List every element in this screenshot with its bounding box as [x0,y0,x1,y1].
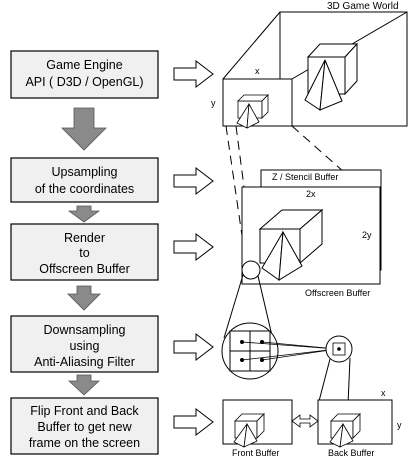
offscreen-buffer-label: Offscreen Buffer [305,288,370,298]
step-flip-buffers: Flip Front and Back Buffer to get new fr… [10,397,159,455]
offscreen-2y-label: 2y [362,230,372,240]
step-game-engine: Game Engine API ( D3D / OpenGL) [10,50,159,99]
sample-lines [241,341,338,361]
step-render-line1: Render [64,231,105,245]
back-pyramid [329,422,354,448]
step-upsampling-line2: of the coordinates [35,182,134,196]
step-flip-line3: frame on the screen [29,436,140,450]
front-pyramid [233,422,258,448]
step-upsampling: Upsampling of the coordinates [10,157,159,203]
world-x-label: x [255,66,260,76]
output-cone [317,357,351,406]
world-y-label: y [211,98,216,108]
step-upsampling-line1: Upsampling [51,165,117,179]
right-arrow-icon [173,59,214,89]
sample-dots [240,340,264,362]
step-flip-line2: Buffer to get new [37,420,132,434]
down-arrow-icon [67,285,101,311]
step-game-engine-line2: API ( D3D / OpenGL) [25,75,143,89]
back-buffer-x-label: x [381,388,386,398]
down-arrow-icon [67,205,101,223]
step-render-line3: Offscreen Buffer [39,262,130,276]
down-arrow-icon [61,107,107,151]
z-stencil-label: Z / Stencil Buffer [272,172,338,182]
back-buffer-label: Back Buffer [328,448,374,458]
step-render-line2: to [79,246,89,260]
offscreen-2x-label: 2x [306,189,316,199]
step-downsampling-line1: Downsampling [44,323,126,337]
right-arrow-icon [173,166,214,196]
step-downsampling-line2: using [70,339,100,353]
world-pyramid [304,59,343,111]
game-world-label: 3D Game World [327,1,399,12]
step-downsampling-line3: Anti-Aliasing Filter [34,355,135,369]
step-downsampling: Downsampling using Anti-Aliasing Filter [10,315,159,373]
output-pixel-dot [337,347,341,351]
output-pixel [332,342,346,356]
right-arrow-icon [173,332,214,362]
step-game-engine-line1: Game Engine [46,58,122,72]
down-arrow-icon [67,374,101,396]
step-render: Render to Offscreen Buffer [10,223,159,281]
sample-grid [229,330,271,372]
right-arrow-icon [173,232,214,262]
magnifier-small-circle [241,260,261,280]
near-plane-pyramid [236,102,260,129]
right-arrow-icon [173,407,214,437]
swap-arrow-icon [291,414,319,428]
step-flip-line1: Flip Front and Back [30,404,139,418]
back-buffer-y-label: y [397,420,402,430]
offscreen-pyramid [261,230,303,281]
magnifier-cone [223,274,274,341]
front-buffer-label: Front Buffer [232,448,279,458]
back-buffer [317,399,393,445]
